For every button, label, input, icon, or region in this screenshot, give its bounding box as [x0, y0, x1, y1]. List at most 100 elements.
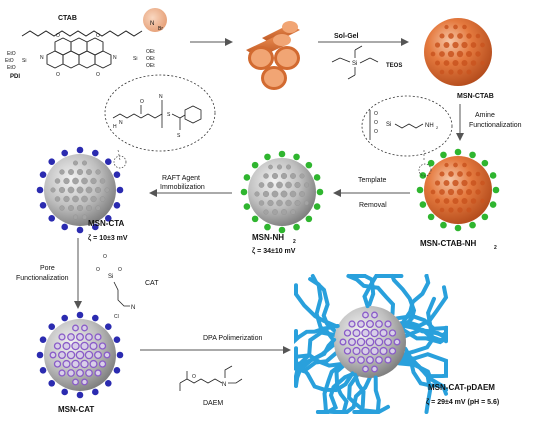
pore [258, 182, 265, 188]
pore [50, 187, 56, 193]
pore-ring [66, 350, 76, 360]
pore [263, 209, 269, 215]
surface-group-dot [278, 150, 286, 158]
pore [268, 164, 273, 170]
pore-ring [388, 347, 397, 355]
pore-ring [357, 356, 365, 364]
pore-ring [370, 346, 379, 356]
pore [435, 60, 440, 66]
msn-ctab-particle [424, 18, 492, 86]
surface-group-dot [492, 186, 500, 194]
polymer-chain [294, 283, 340, 329]
pore-ring [379, 328, 388, 338]
polymer-chain [334, 364, 349, 414]
pore [254, 191, 260, 197]
surface-group-dot [48, 158, 56, 166]
pore [448, 69, 454, 75]
pore-ring [352, 346, 361, 356]
pore [54, 178, 61, 184]
pore-ring [93, 350, 103, 360]
pore [59, 205, 65, 211]
pore [303, 182, 310, 188]
pore [470, 198, 477, 204]
pore [290, 173, 296, 179]
polymer-chain [346, 274, 396, 316]
ctab-label: CTAB [58, 15, 77, 22]
pore [461, 179, 468, 187]
pore-ring [94, 369, 102, 377]
surface-group-dot [305, 161, 313, 169]
surface-group-dot [440, 151, 447, 159]
amine-nh2: NH [425, 123, 434, 129]
pore [95, 205, 101, 211]
surface-group-dot [293, 153, 300, 161]
pore [294, 181, 301, 189]
pore [466, 69, 472, 75]
pore [289, 190, 297, 198]
pore [447, 188, 455, 196]
teos-si: Si [352, 61, 357, 67]
pore [457, 171, 463, 177]
surface-group-dot [36, 186, 44, 194]
surface-group-dot [427, 213, 435, 221]
pore [439, 207, 445, 213]
pore-ring [72, 378, 79, 386]
svg-text:O: O [374, 129, 378, 135]
pore [67, 186, 75, 194]
pore-ring [384, 356, 392, 364]
cat-cl: Cl [114, 314, 119, 320]
pore-ring [67, 333, 75, 341]
pore [466, 33, 472, 39]
polymer-chain [323, 376, 372, 414]
pore-ring [348, 356, 356, 364]
pore [73, 214, 78, 220]
polymer-chain [348, 274, 376, 308]
pore-ring [62, 341, 71, 351]
pore-ring [375, 356, 383, 364]
svg-text:O: O [96, 267, 100, 273]
pore-ring [339, 338, 347, 346]
pore [285, 199, 292, 207]
surface-group-dot [481, 159, 489, 167]
pore [99, 196, 106, 202]
surface-group-dot [305, 215, 313, 223]
pore-ring [75, 350, 85, 360]
msn-cat-pdaem-label: MSN-CAT-pDAEM [428, 383, 495, 392]
pore [461, 197, 468, 205]
teos-molecule: Si TEOS [331, 45, 402, 80]
surface-group-dot [61, 223, 68, 231]
pore [457, 69, 463, 75]
surface-group-dot [419, 201, 427, 208]
surface-group-dot [61, 314, 68, 322]
surface-group-dot [251, 215, 259, 223]
pore-ring [53, 342, 62, 350]
pore [470, 42, 477, 48]
pore-ring [361, 328, 370, 338]
svg-text:O: O [140, 99, 144, 105]
pore-ring [370, 328, 379, 338]
pore [290, 209, 296, 215]
pore [286, 164, 291, 170]
surface-group-dot [104, 323, 112, 331]
pore [258, 200, 265, 206]
pore [263, 173, 269, 179]
pore [480, 60, 485, 66]
pore [82, 214, 87, 220]
cta-cn: N [159, 94, 163, 100]
pore-ring [71, 359, 80, 369]
pore [480, 180, 485, 186]
pore [262, 190, 270, 198]
pore-ring [67, 369, 75, 377]
surface-group-dot [92, 149, 99, 157]
surface-group-dot [36, 351, 44, 359]
pore [280, 172, 288, 180]
daem-n: N [222, 382, 226, 388]
polymer-chain [390, 274, 417, 330]
pore [299, 191, 305, 197]
pore [85, 186, 93, 194]
pdi-si-left: Si [22, 58, 26, 64]
surface-group-dot [39, 367, 47, 374]
surface-group-dot [469, 221, 476, 229]
pore [104, 187, 110, 193]
pore [466, 171, 472, 177]
